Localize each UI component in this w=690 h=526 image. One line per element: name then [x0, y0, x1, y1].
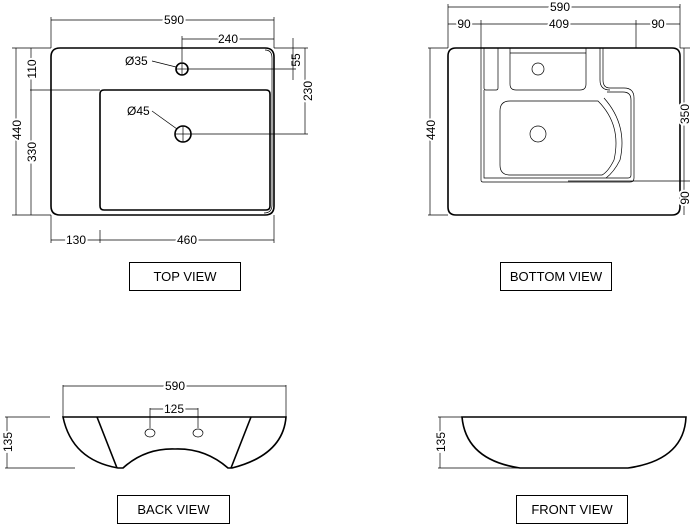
bottom-inner-frame [480, 48, 635, 183]
back-bracket-hole-right [192, 428, 204, 438]
top-dim-330: 330 [25, 142, 39, 162]
top-dim-240: 240 [218, 32, 238, 46]
top-outline [50, 47, 275, 216]
bottom-dim-90-bottom: 90 [678, 191, 690, 205]
bottom-tap-deck [509, 48, 587, 91]
bottom-dim-440: 440 [424, 120, 438, 140]
top-bowl [99, 89, 271, 211]
back-bracket-hole-left [144, 428, 156, 438]
back-view: 590 125 135 [0, 377, 287, 469]
bottom-dim-90-left: 90 [457, 17, 471, 31]
bottom-dim-350: 350 [678, 104, 690, 124]
top-outline-inner [263, 49, 273, 214]
top-view: 590 240 Ø35 Ø45 55 230 440 110 330 [8, 11, 317, 249]
top-dim-55: 55 [289, 53, 303, 67]
top-dim-460: 460 [177, 233, 197, 247]
bottom-dim-409: 409 [549, 17, 569, 31]
top-dim-440: 440 [10, 120, 24, 140]
bottom-outline [447, 47, 681, 216]
bottom-dim-90-right: 90 [651, 17, 665, 31]
back-view-label: BACK VIEW [117, 495, 230, 524]
bottom-view-label: BOTTOM VIEW [500, 262, 612, 291]
back-dim-590: 590 [165, 379, 185, 393]
back-dim-135: 135 [1, 432, 15, 452]
top-dim-110: 110 [25, 59, 39, 78]
top-dim-tap-dia: Ø35 [125, 54, 148, 68]
bottom-waste-hole [529, 125, 547, 143]
front-outline [461, 416, 687, 469]
bottom-bowl [499, 100, 617, 176]
bottom-dim-590: 590 [550, 0, 570, 14]
top-dim-waste-dia: Ø45 [127, 104, 150, 118]
top-view-label: TOP VIEW [129, 262, 241, 291]
top-dim-130: 130 [66, 233, 86, 247]
front-view: 135 [432, 416, 687, 469]
front-dim-135: 135 [434, 432, 448, 452]
back-dim-125: 125 [164, 402, 184, 416]
top-dim-590: 590 [164, 13, 184, 27]
top-dim-230: 230 [301, 81, 315, 101]
bottom-tap-hole [531, 62, 545, 76]
back-outline [62, 416, 287, 469]
front-view-label: FRONT VIEW [516, 495, 628, 524]
bottom-view: 590 90 409 90 440 350 90 [422, 0, 690, 216]
